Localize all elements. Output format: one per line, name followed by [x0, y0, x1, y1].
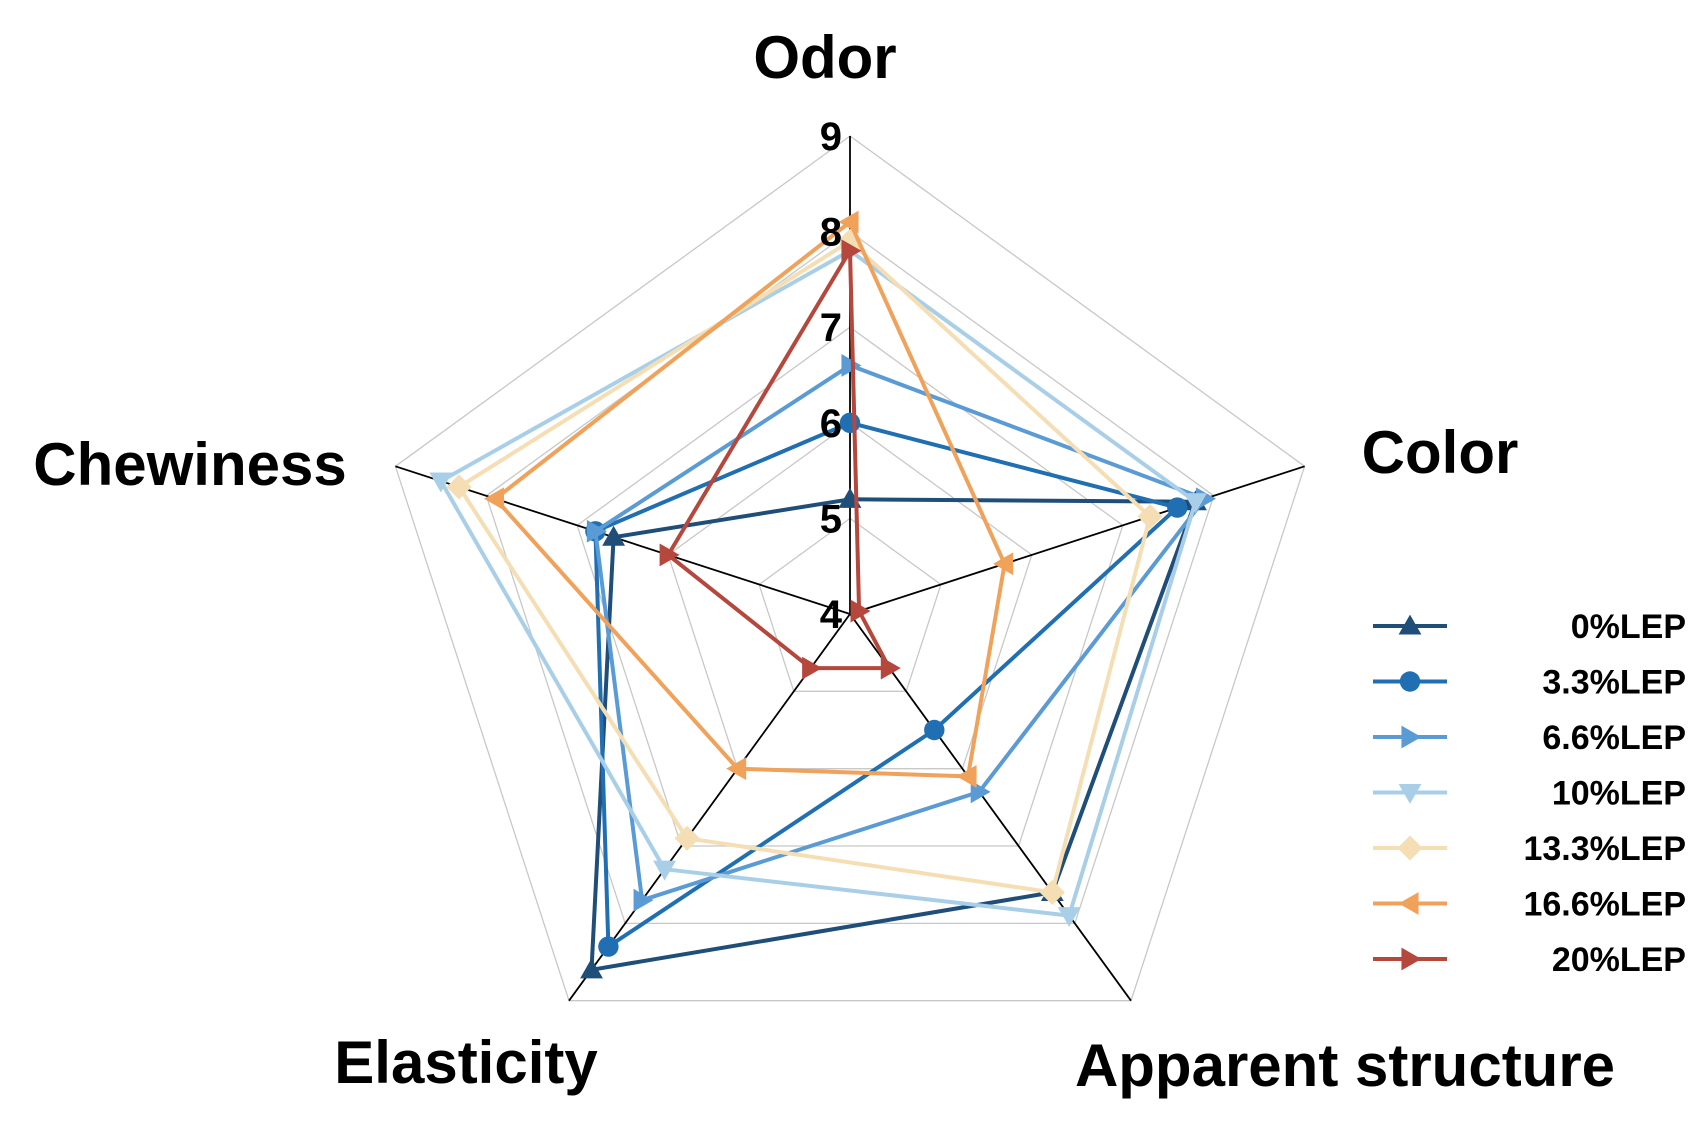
data-point-16-6-lep-elasticity	[726, 757, 747, 781]
series-line-6-6-lep	[593, 363, 1207, 903]
data-point-10-lep-color	[1184, 493, 1207, 514]
legend-label: 10%LEP	[1552, 775, 1686, 813]
legend-swatch-marker	[1401, 947, 1422, 971]
spoke-layer	[395, 136, 1305, 1002]
data-point-16-6-lep-chewiness	[484, 487, 504, 511]
data-point-6-6-lep-chewiness	[586, 519, 607, 543]
tick-label-4: 4	[820, 593, 843, 637]
data-point-13-3-lep-elasticity	[674, 825, 700, 851]
legend-swatch-marker	[1401, 725, 1422, 749]
data-point-0-lep-chewiness	[602, 525, 626, 546]
data-point-13-3-lep-color	[1137, 503, 1163, 530]
series-layer	[429, 210, 1216, 979]
grid-ring-9	[394, 135, 1306, 1002]
data-point-6-6-lep-color	[1196, 487, 1216, 511]
tick-label-5: 5	[820, 497, 842, 541]
legend-label: 16.6%LEP	[1523, 886, 1686, 924]
series-line-10-lep	[438, 248, 1198, 918]
legend-label: 0%LEP	[1571, 608, 1686, 646]
legend-item-10-lep: 10%LEP	[1373, 775, 1686, 813]
series-20-lep	[659, 239, 901, 680]
data-point-16-6-lep-odor	[838, 210, 859, 234]
grid-ring-6	[667, 421, 1033, 770]
axis-title-odor: Odor	[753, 24, 896, 91]
legend-item-3-3-lep: 3.3%LEP	[1373, 664, 1686, 702]
data-point-3-3-lep-elasticity	[598, 936, 619, 957]
data-point-3-3-lep-color	[1167, 497, 1188, 518]
data-point-13-3-lep-odor	[837, 228, 863, 254]
axis-spoke-chewiness	[395, 465, 851, 615]
axis-title-elasticity: Elasticity	[334, 1029, 598, 1096]
legend-item-6-6-lep: 6.6%LEP	[1373, 719, 1686, 757]
grid-ring-8	[485, 230, 1215, 925]
data-point-10-lep-chewiness	[429, 472, 453, 493]
legend-item-16-6-lep: 16.6%LEP	[1373, 886, 1686, 924]
tick-label-7: 7	[820, 306, 842, 350]
series-line-0-lep	[589, 497, 1198, 972]
grid-ring-7	[576, 326, 1124, 847]
axis-title-color: Color	[1362, 419, 1519, 486]
tick-labels: 4 5 6 7 8 9	[820, 115, 843, 637]
series-16-6-lep	[484, 210, 1014, 788]
data-point-10-lep-apparent-structure	[1057, 907, 1081, 928]
legend-swatch-marker	[1399, 671, 1421, 692]
axis-spoke-apparent-structure	[849, 613, 1132, 1002]
legend-label: 3.3%LEP	[1542, 664, 1686, 702]
series-line-16-6-lep	[493, 220, 1007, 779]
legend-label: 13.3%LEP	[1523, 830, 1686, 868]
grid-ring-5	[758, 517, 942, 692]
data-point-0-lep-elasticity	[580, 958, 603, 979]
tick-label-6: 6	[820, 402, 842, 446]
legend-swatch-marker	[1397, 835, 1423, 861]
legend-swatch-marker	[1398, 892, 1419, 915]
data-point-20-lep-color	[850, 599, 871, 623]
legend-swatch-marker	[1398, 783, 1422, 804]
data-point-10-lep-elasticity	[653, 860, 676, 881]
data-point-16-6-lep-color	[993, 552, 1014, 576]
data-point-3-3-lep-apparent-structure	[924, 719, 945, 741]
tick-label-8: 8	[820, 211, 842, 255]
data-point-20-lep-chewiness	[659, 543, 680, 567]
data-point-13-3-lep-chewiness	[446, 474, 472, 500]
data-point-3-3-lep-odor	[839, 412, 861, 433]
tick-label-9: 9	[820, 115, 842, 159]
legend-item-0-lep: 0%LEP	[1373, 608, 1686, 646]
data-point-13-3-lep-apparent-structure	[1039, 879, 1065, 905]
series-line-20-lep	[666, 248, 892, 671]
data-point-20-lep-odor	[841, 239, 862, 263]
legend-item-20-lep: 20%LEP	[1373, 941, 1686, 979]
data-point-20-lep-apparent-structure	[880, 656, 901, 680]
series-line-13-3-lep	[457, 239, 1152, 895]
axis-title-chewiness: Chewiness	[33, 431, 346, 498]
series-13-3-lep	[446, 228, 1163, 905]
data-point-6-6-lep-elasticity	[633, 888, 654, 912]
legend-label: 20%LEP	[1552, 941, 1686, 979]
legend-item-13-3-lep: 13.3%LEP	[1373, 830, 1686, 868]
axis-spoke-color	[849, 465, 1305, 615]
legend-swatch-marker	[1398, 614, 1422, 635]
data-point-20-lep-elasticity	[802, 656, 823, 680]
series-3-3-lep	[585, 412, 1188, 957]
legend-label: 6.6%LEP	[1542, 719, 1686, 757]
legend: 0%LEP 3.3%LEP 6.6%LEP 10%LEP 13.3%LEP 16.6%LE…	[1373, 608, 1686, 979]
axis-title-apparent-structure: Apparent structure	[1075, 1032, 1615, 1099]
data-point-16-6-lep-apparent-structure	[956, 765, 977, 788]
grid-layer	[394, 135, 1306, 1002]
